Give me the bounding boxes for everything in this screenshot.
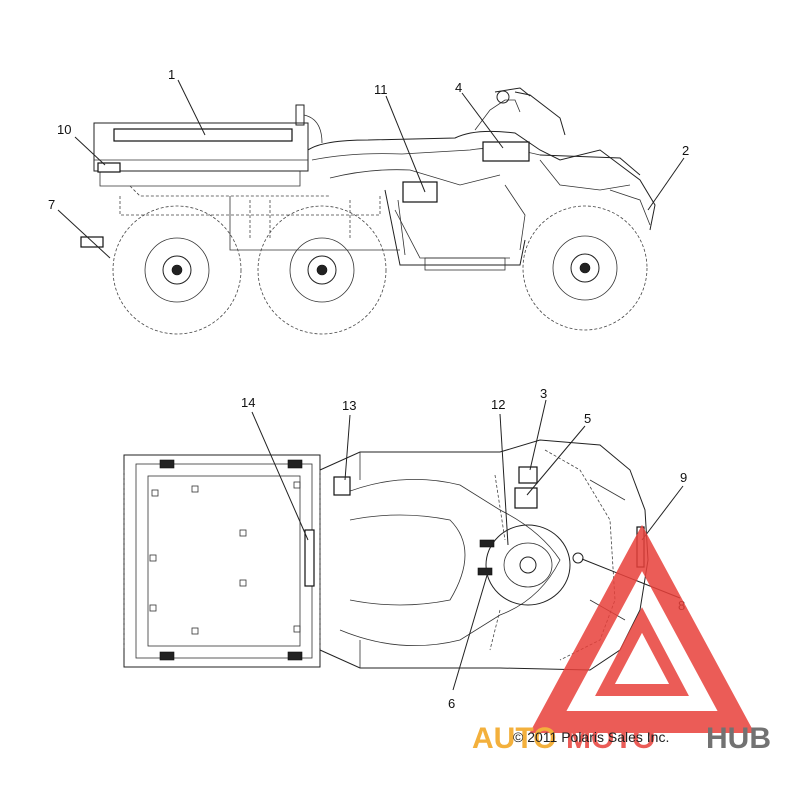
leader-9: [641, 485, 684, 541]
callout-4: 4: [455, 80, 462, 95]
watermark-triangle-outer: [529, 524, 755, 733]
leader-2: [647, 157, 685, 211]
leader-6: [452, 571, 489, 691]
body-side: [307, 87, 656, 256]
decal-14: [304, 529, 315, 587]
callout-5: 5: [584, 411, 591, 426]
watermark-triangle-inner: [595, 607, 689, 696]
callout-2: 2: [682, 143, 689, 158]
leader-11: [385, 95, 426, 193]
chassis-side: [119, 189, 526, 271]
leader-12: [499, 413, 509, 546]
decal-4: [482, 141, 530, 162]
leader-4: [461, 92, 504, 149]
leader-7: [57, 209, 111, 259]
rear-wheel-2: [257, 205, 387, 335]
copyright-text: © 2011 Polaris Sales Inc.: [513, 729, 669, 745]
cargo-bed-top: [123, 454, 321, 668]
decal-5: [514, 487, 538, 509]
callout-7: 7: [48, 197, 55, 212]
watermark-moto: MOTO: [566, 722, 655, 755]
leader-5: [526, 425, 586, 496]
decal-11: [402, 181, 438, 203]
decal-10: [97, 162, 121, 173]
callout-14: 14: [241, 395, 255, 410]
callout-6: 6: [448, 696, 455, 711]
front-wheel: [522, 205, 648, 331]
callout-13: 13: [342, 398, 356, 413]
callout-1: 1: [168, 67, 175, 82]
decal-3: [518, 466, 538, 484]
rear-wheel-1: [112, 205, 242, 335]
top-view: 14 13 12 3 5 9 8 6: [123, 386, 687, 711]
callout-3: 3: [540, 386, 547, 401]
watermark-logo: AUTO MOTO HUB: [472, 524, 771, 755]
leader-13: [344, 414, 351, 481]
leader-14: [251, 411, 309, 541]
watermark-auto: AUTO: [472, 722, 556, 755]
callout-10: 10: [57, 122, 71, 137]
leader-10: [74, 136, 106, 166]
leader-3: [529, 399, 547, 471]
callout-12: 12: [491, 397, 505, 412]
decal-1: [113, 128, 293, 142]
callout-9: 9: [680, 470, 687, 485]
watermark-hub: HUB: [706, 722, 771, 755]
cargo-box-side: [93, 104, 330, 197]
decal-13: [333, 476, 351, 496]
vehicle-body-top: [319, 439, 649, 671]
side-view: 1 10 7 11 4 2: [48, 67, 689, 335]
leader-1: [177, 79, 206, 136]
callout-11: 11: [374, 82, 388, 97]
